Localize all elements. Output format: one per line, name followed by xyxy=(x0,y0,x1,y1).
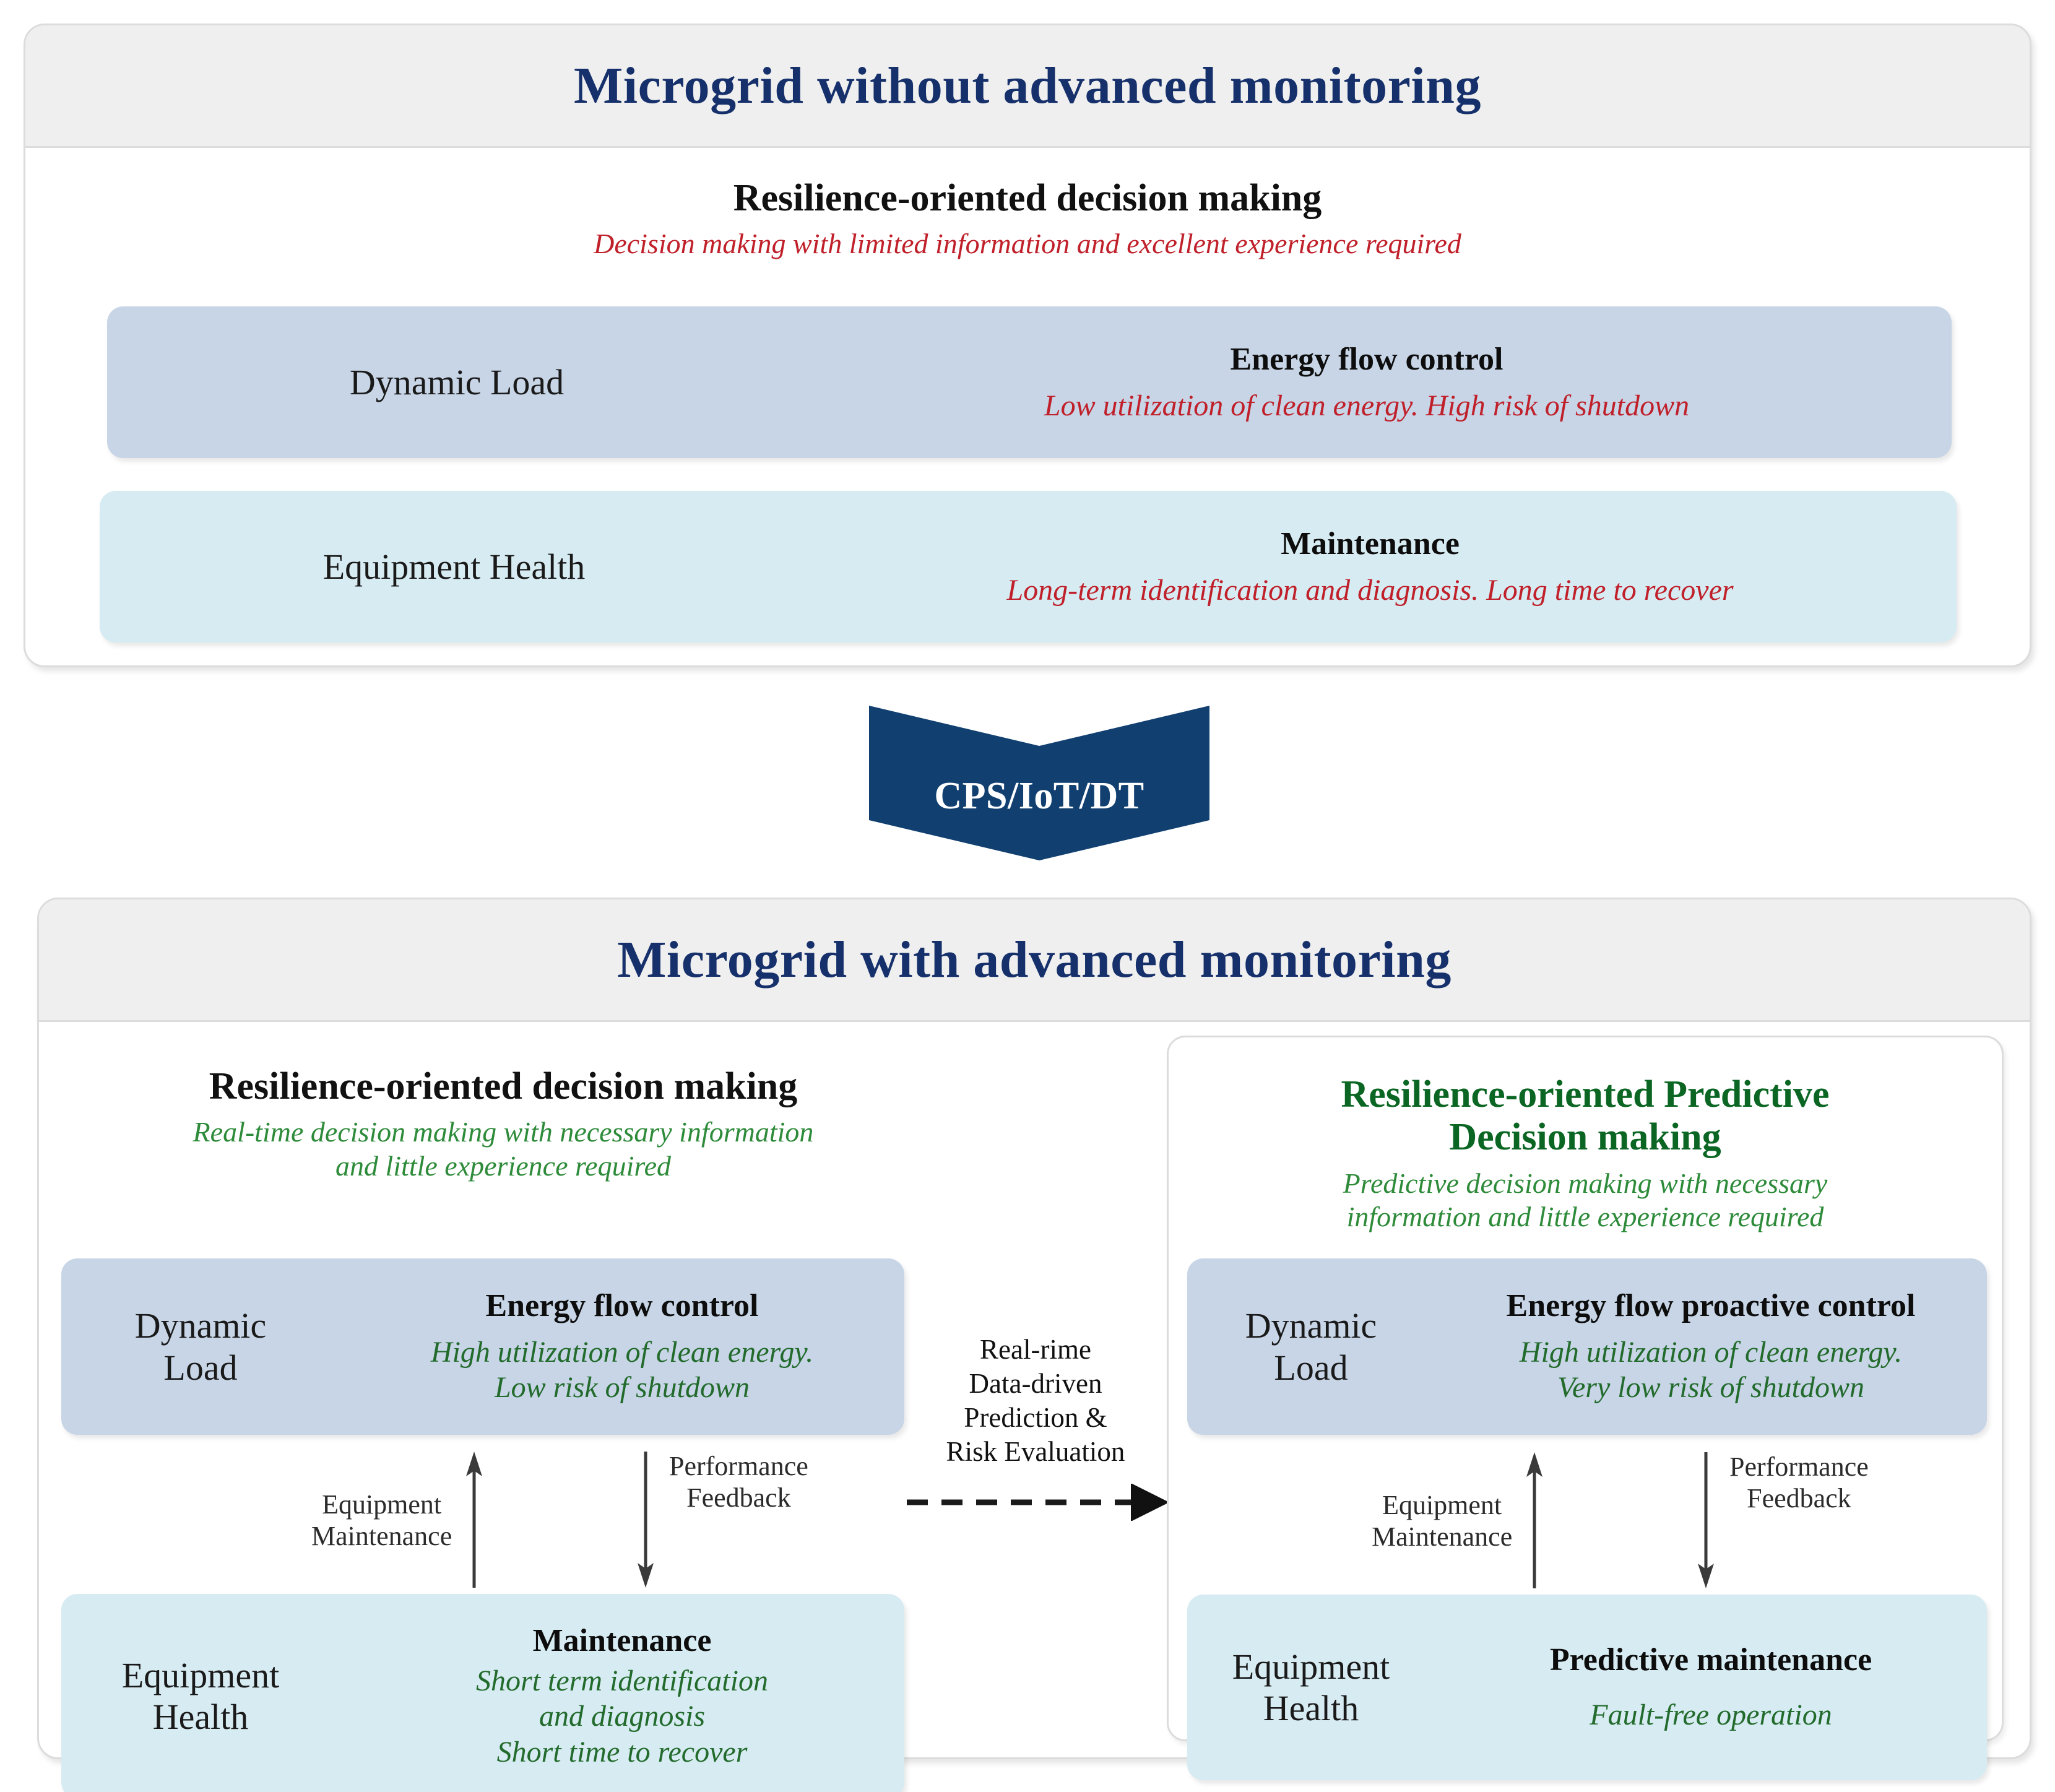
bottom-right-dynamic-load: Dynamic Load Energy flow proactive contr… xyxy=(1187,1258,1987,1435)
bottom-right-equipment-health: Equipment Health Predictive maintenance … xyxy=(1187,1595,1987,1780)
top-row-dynamic-load-note: Low utilization of clean energy. High ri… xyxy=(1044,389,1690,422)
bottom-right-dynamic-load-label-line2: Load xyxy=(1274,1347,1348,1388)
bottom-right-dynamic-load-title: Energy flow proactive control xyxy=(1506,1288,1916,1323)
bottom-left-dynamic-load-note-line1: High utilization of clean energy. xyxy=(430,1335,814,1369)
middle-link-line4: Risk Evaluation xyxy=(946,1435,1125,1467)
bottom-left-heading-group: Resilience-oriented decision making Real… xyxy=(64,1065,943,1183)
bottom-right-equipment-health-note-line1: Fault-free operation xyxy=(1590,1699,1832,1732)
cps-iot-dt-label: CPS/IoT/DT xyxy=(934,774,1144,817)
bottom-right-heading-line1: Resilience-oriented Predictive xyxy=(1341,1073,1830,1115)
bottom-right-equipment-health-label: Equipment Health xyxy=(1187,1646,1435,1729)
bottom-left-equipment-health-note-line2: and diagnosis xyxy=(539,1700,706,1733)
bottom-left-equipment-health-title: Maintenance xyxy=(532,1622,712,1658)
bottom-left-heading-sub-line1: Real-time decision making with necessary… xyxy=(193,1116,814,1148)
bottom-left-equipment-health-note-line1: Short term identification xyxy=(476,1664,768,1697)
bottom-left-dynamic-load-label: Dynamic Load xyxy=(61,1305,340,1388)
bottom-panel-header: Microgrid with advanced monitoring xyxy=(39,899,2030,1022)
bottom-right-equipment-health-label-line1: Equipment xyxy=(1232,1646,1390,1687)
bottom-right-subcard: Resilience-oriented Predictive Decision … xyxy=(1167,1036,2004,1780)
bottom-right-dynamic-load-label: Dynamic Load xyxy=(1187,1305,1435,1388)
bottom-left-performance-feedback-arrow: Performance Feedback xyxy=(627,1450,862,1593)
bottom-left-equipment-maintenance-arrow: Equipment Maintenance xyxy=(311,1450,534,1593)
top-row-equipment-health: Equipment Health Maintenance Long-term i… xyxy=(100,491,1957,643)
bottom-left-dynamic-load-label-line1: Dynamic xyxy=(134,1305,267,1346)
top-row-equipment-health-note: Long-term identification and diagnosis. … xyxy=(1006,573,1734,607)
bottom-right-dynamic-load-note-line1: High utilization of clean energy. xyxy=(1519,1335,1903,1369)
bottom-left-equipment-health: Equipment Health Maintenance Short term … xyxy=(61,1594,904,1792)
top-row-equipment-health-title: Maintenance xyxy=(1281,526,1460,561)
bottom-right-equipment-health-content: Predictive maintenance Fault-free operat… xyxy=(1435,1642,1987,1733)
bottom-right-performance-feedback-arrow: Performance Feedback xyxy=(1687,1451,1923,1593)
bottom-right-equipment-health-label-line2: Health xyxy=(1263,1688,1359,1728)
bottom-left-dynamic-load-note-line2: Low risk of shutdown xyxy=(494,1371,750,1405)
top-heading-main: Resilience-oriented decision making xyxy=(733,177,1322,219)
middle-link-line2: Data-driven xyxy=(969,1367,1102,1399)
bottom-left-equipment-health-label-line2: Health xyxy=(152,1697,249,1737)
panel-microgrid-without-monitoring: Microgrid without advanced monitoring Re… xyxy=(24,24,2031,667)
bottom-left-equipment-health-label-line1: Equipment xyxy=(121,1655,280,1695)
bottom-right-heading-sub-line2: information and little experience requir… xyxy=(1346,1201,1824,1233)
bottom-left-equipment-maintenance-label: Equipment Maintenance xyxy=(311,1489,452,1552)
top-section-heading: Resilience-oriented decision making Deci… xyxy=(25,177,2030,261)
bottom-left-dynamic-load-title: Energy flow control xyxy=(485,1288,759,1323)
bottom-right-dynamic-load-note-line2: Very low risk of shutdown xyxy=(1557,1371,1864,1405)
bottom-right-heading-sub-line1: Predictive decision making with necessar… xyxy=(1343,1167,1828,1199)
bottom-left-equipment-health-note-line3: Short time to recover xyxy=(496,1735,748,1768)
bottom-right-dynamic-load-content: Energy flow proactive control High utili… xyxy=(1435,1288,1987,1406)
top-heading-sub: Decision making with limited information… xyxy=(594,228,1461,260)
bottom-right-heading-line2: Decision making xyxy=(1449,1116,1721,1159)
dashed-right-arrow-icon xyxy=(907,1484,1169,1521)
top-row-dynamic-load-title: Energy flow control xyxy=(1230,341,1503,377)
bottom-right-dynamic-load-label-line1: Dynamic xyxy=(1245,1305,1377,1346)
bottom-left-dynamic-load-label-line2: Load xyxy=(163,1347,238,1388)
middle-link-line1: Real-rime xyxy=(980,1334,1091,1365)
bottom-right-equipment-maintenance-arrow: Equipment Maintenance xyxy=(1372,1451,1594,1593)
arrow-down-icon xyxy=(1698,1452,1714,1588)
top-panel-header: Microgrid without advanced monitoring xyxy=(25,25,2030,148)
bottom-right-equipment-health-title: Predictive maintenance xyxy=(1549,1642,1872,1678)
arrow-up-icon xyxy=(466,1452,483,1588)
bottom-left-dynamic-load-content: Energy flow control High utilization of … xyxy=(340,1288,904,1406)
top-row-dynamic-load: Dynamic Load Energy flow control Low uti… xyxy=(107,306,1952,458)
bottom-right-heading-group: Resilience-oriented Predictive Decision … xyxy=(1169,1073,2002,1234)
panel-microgrid-with-monitoring: Microgrid with advanced monitoring Resil… xyxy=(37,898,2031,1792)
middle-link-line3: Prediction & xyxy=(964,1401,1107,1433)
top-row-dynamic-load-content: Energy flow control Low utilization of c… xyxy=(807,341,1927,423)
arrow-up-icon xyxy=(1526,1452,1543,1588)
bottom-right-equipment-maintenance-label: Equipment Maintenance xyxy=(1372,1490,1513,1552)
middle-link-label: Real-rime Data-driven Prediction & Risk … xyxy=(906,1333,1166,1469)
top-row-equipment-health-label: Equipment Health xyxy=(322,546,586,587)
cps-iot-dt-connector-banner: CPS/IoT/DT xyxy=(869,706,1209,860)
bottom-left-equipment-health-label: Equipment Health xyxy=(61,1655,340,1738)
bottom-panel-title: Microgrid with advanced monitoring xyxy=(617,930,1451,989)
bottom-left-heading-sub-line2: and little experience required xyxy=(335,1149,671,1182)
bottom-left-equipment-health-content: Maintenance Short term identification an… xyxy=(340,1622,904,1770)
bottom-left-dynamic-load: Dynamic Load Energy flow control High ut… xyxy=(61,1258,904,1435)
bottom-right-performance-feedback-label: Performance Feedback xyxy=(1729,1452,1869,1514)
top-row-equipment-health-content: Maintenance Long-term identification and… xyxy=(808,526,1932,608)
top-panel-title: Microgrid without advanced monitoring xyxy=(574,56,1481,115)
bottom-left-performance-feedback-label: Performance Feedback xyxy=(669,1451,808,1513)
top-row-dynamic-load-label: Dynamic Load xyxy=(349,361,565,402)
arrow-down-icon xyxy=(638,1452,654,1588)
bottom-left-heading-main: Resilience-oriented decision making xyxy=(209,1065,798,1107)
